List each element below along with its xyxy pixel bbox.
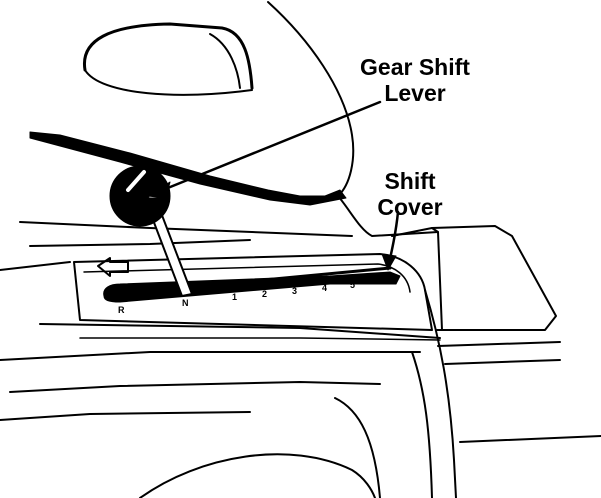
console-sweep-4 bbox=[139, 453, 376, 498]
dash-band bbox=[29, 131, 347, 206]
lower-line-5 bbox=[444, 359, 561, 365]
shift-cover-arrowhead bbox=[381, 253, 397, 271]
gear-shift-lever-label: Gear Shift Lever bbox=[340, 54, 490, 106]
gate-position-2: 2 bbox=[262, 289, 267, 299]
gate-position-numbers: R N 1 2 3 4 5 bbox=[118, 280, 355, 315]
gate-position-3: 3 bbox=[292, 286, 297, 296]
seat-back bbox=[82, 22, 254, 90]
floor-line-1 bbox=[19, 221, 353, 237]
side-panel bbox=[391, 225, 557, 331]
lower-line-6 bbox=[9, 381, 381, 393]
lower-line-3 bbox=[0, 351, 421, 361]
label-line: Shift bbox=[384, 168, 436, 194]
lower-line-8 bbox=[459, 435, 601, 443]
gear-lever-leader bbox=[146, 100, 382, 198]
gate-position-1: 1 bbox=[232, 292, 237, 302]
console-sweep-2 bbox=[411, 351, 433, 498]
gate-plate-inner bbox=[83, 263, 411, 293]
floor-line-2 bbox=[29, 239, 251, 247]
knob-highlight-1 bbox=[126, 170, 146, 192]
shift-cover-label: Shift Cover bbox=[365, 168, 455, 220]
gate-position-r: R bbox=[118, 305, 125, 315]
floor-line-3 bbox=[0, 261, 71, 271]
gate-position-4: 4 bbox=[322, 283, 327, 293]
gate-arrow bbox=[97, 257, 129, 277]
label-line: Cover bbox=[377, 194, 443, 220]
lower-line-2 bbox=[79, 337, 441, 341]
gate-slot-top bbox=[198, 266, 392, 288]
gate-position-5: 5 bbox=[350, 280, 355, 290]
console-sweep bbox=[424, 289, 457, 498]
seat-back-ridge bbox=[209, 33, 241, 89]
label-line: Gear Shift bbox=[360, 54, 470, 80]
gear-lever-arrowhead bbox=[147, 181, 171, 199]
console-sweep-3 bbox=[334, 397, 381, 498]
lever-knob bbox=[109, 165, 171, 227]
lower-line-1 bbox=[39, 323, 441, 339]
dash-curve bbox=[267, 1, 355, 197]
label-line: Lever bbox=[384, 80, 446, 106]
gate-slot bbox=[103, 271, 401, 303]
gate-position-n: N bbox=[182, 298, 189, 308]
lower-line-4 bbox=[437, 341, 561, 347]
seat-back-lower bbox=[84, 69, 253, 96]
lower-line-7 bbox=[0, 411, 251, 421]
cover-ridge bbox=[337, 195, 439, 237]
side-panel-edge bbox=[431, 227, 443, 331]
